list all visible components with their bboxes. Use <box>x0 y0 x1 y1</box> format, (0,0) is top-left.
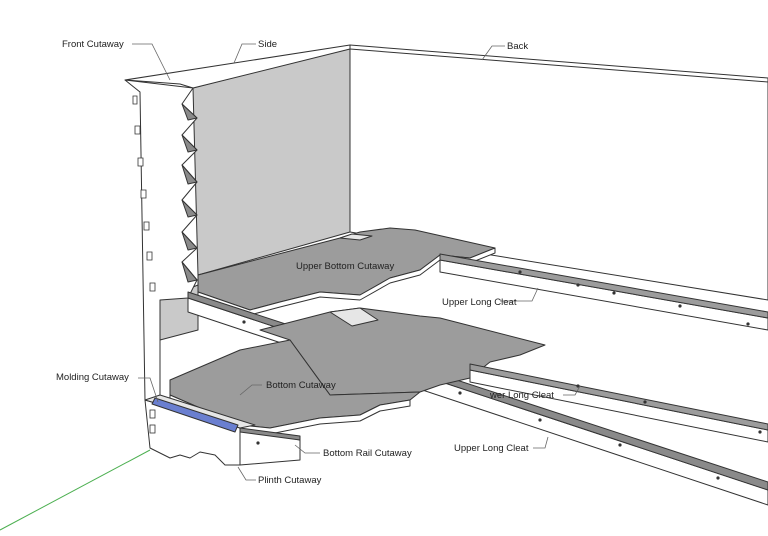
label-back: Back <box>507 41 528 52</box>
label-molding-cutaway: Molding Cutaway <box>56 372 129 383</box>
upper-bottom-notch <box>339 233 373 241</box>
bottom-rail-hole <box>256 441 260 445</box>
green-axis-line <box>0 449 151 531</box>
leader-lower-long-cleat <box>563 385 581 396</box>
upper-long-cleat-top-face <box>439 253 768 319</box>
label-side: Side <box>258 39 277 50</box>
dovetail-pins <box>181 103 198 283</box>
plinth-dovetails <box>149 409 156 434</box>
dovetail-marks <box>132 95 156 292</box>
leader-bottom-rail-cutaway <box>294 444 320 454</box>
upper-bottom-board-edge <box>197 247 496 316</box>
leader-bottom-cutaway <box>239 384 262 396</box>
side-top-edge <box>124 44 351 89</box>
dovetail-pin <box>181 103 198 121</box>
middle-bottom-notch <box>329 307 379 327</box>
leader-plinth-cutaway <box>237 466 256 481</box>
dovetail-pin <box>181 199 198 218</box>
back-top-edge <box>349 44 768 83</box>
label-lower-long-cleat: wer Long Cleat <box>489 390 554 401</box>
label-front-cutaway: Front Cutaway <box>62 39 124 50</box>
bottom-rail-top <box>239 427 301 441</box>
cleat-holes-lower <box>576 384 762 434</box>
label-upper-bottom-cutaway: Upper Bottom Cutaway <box>296 261 394 272</box>
leader-back <box>481 45 505 61</box>
label-upper-long-cleat-top: Upper Long Cleat <box>442 297 517 308</box>
leader-front-cutaway <box>132 43 171 81</box>
label-bottom-rail-cutaway: Bottom Rail Cutaway <box>323 448 412 459</box>
leader-lines <box>132 43 581 481</box>
dovetail-pin <box>181 261 198 283</box>
leader-side <box>233 43 256 64</box>
dovetail-pin <box>181 164 198 185</box>
label-bottom-cutaway: Bottom Cutaway <box>266 380 336 391</box>
lower-long-cleat-top <box>469 363 768 431</box>
leader-molding-cutaway <box>138 377 159 403</box>
cleat-holes-top <box>518 270 750 326</box>
leader-upper-long-cleat-top <box>500 287 539 302</box>
leader-upper-long-cleat-bottom <box>533 436 549 449</box>
molding-highlight <box>151 397 239 433</box>
dovetail-pin <box>181 231 198 251</box>
dovetail-pin <box>181 134 198 153</box>
label-upper-long-cleat-bottom: Upper Long Cleat <box>454 443 529 454</box>
label-plinth-cutaway: Plinth Cutaway <box>258 475 322 486</box>
